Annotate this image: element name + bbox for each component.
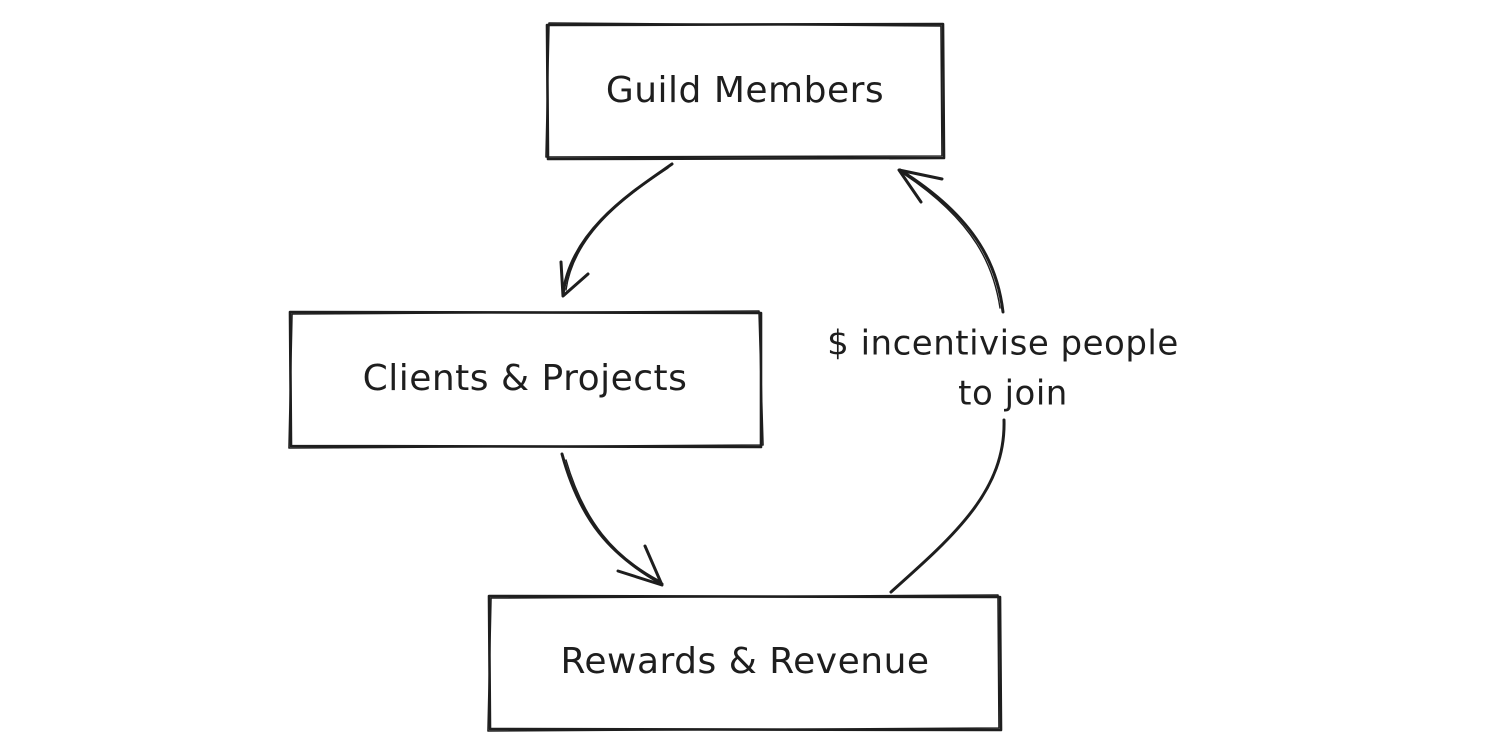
- arrowhead-to-clients: [559, 260, 590, 298]
- node-label-rewards-revenue: Rewards & Revenue: [560, 641, 929, 682]
- edge-label-line-2: to join: [958, 374, 1068, 414]
- node-rewards-revenue[interactable]: Rewards & Revenue: [487, 594, 1003, 732]
- edge-members-to-clients: [559, 162, 674, 298]
- edge-label-incentivise: $ incentivise people to join: [827, 324, 1179, 414]
- edge-label-line-1: $ incentivise people: [827, 324, 1179, 364]
- arrowhead-to-rewards: [616, 544, 664, 587]
- node-label-clients-projects: Clients & Projects: [363, 358, 688, 399]
- node-label-guild-members: Guild Members: [606, 70, 884, 111]
- edge-revenue-to-members: [889, 168, 1006, 594]
- edge-clients-to-rewards: [560, 452, 664, 587]
- node-guild-members[interactable]: Guild Members: [545, 22, 946, 161]
- node-clients-projects[interactable]: Clients & Projects: [288, 310, 764, 449]
- arrowhead-to-members: [897, 168, 944, 204]
